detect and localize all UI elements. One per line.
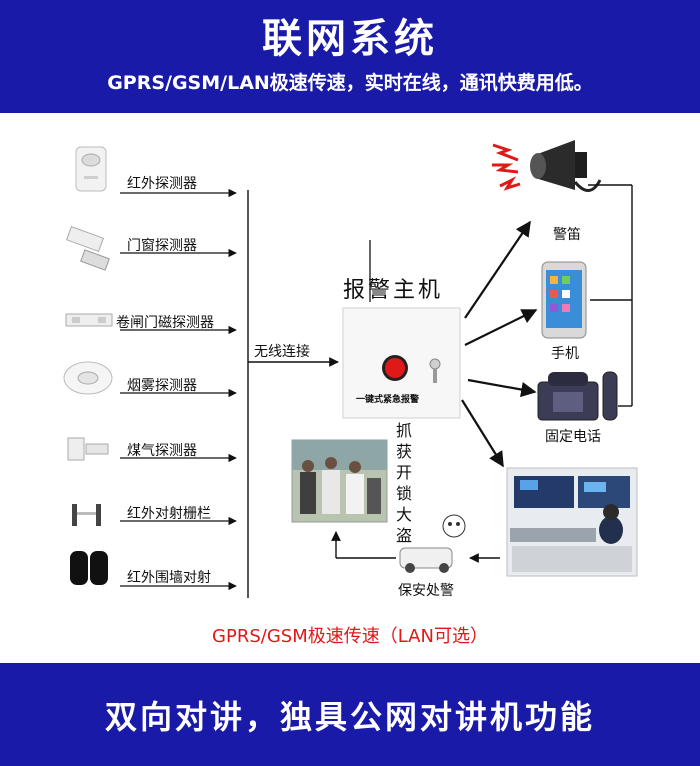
alarm-host (342, 240, 461, 419)
host-button-caption: 一键式紧急报警 (356, 395, 420, 405)
landline-phone-icon (537, 371, 618, 421)
security-guard-icon (399, 514, 466, 573)
page-title: 联网系统 (262, 16, 438, 62)
mobile-phone-icon (541, 261, 587, 339)
footer-text: 双向对讲，独具公网对讲机功能 (104, 698, 595, 736)
sensor-label-pir: 红外探测器 (127, 176, 197, 192)
gas-detector-icon (67, 437, 109, 461)
page-subtitle: GPRS/GSM/LAN极速传速，实时在线，通讯快费用低。 (107, 72, 593, 94)
arrest-photo-icon (291, 439, 388, 523)
footer-banner (0, 663, 700, 766)
network-note: GPRS/GSM极速传速（LAN可选） (212, 626, 488, 647)
door-window-sensor-icon (65, 225, 110, 271)
header-banner (0, 0, 700, 113)
sensor-label-gas: 煤气探测器 (127, 443, 197, 459)
connection-label: 无线连接 (254, 344, 310, 360)
key-lock-icon (429, 358, 441, 370)
infrared-wall-beam-icon (70, 551, 108, 585)
emergency-button-icon (385, 358, 405, 378)
signal-waves-icon (492, 143, 521, 191)
host-title: 报警主机 (343, 278, 444, 303)
output-label-mobile: 手机 (551, 346, 579, 362)
security-label: 保安处警 (398, 583, 454, 599)
sensor-label-door-window: 门窗探测器 (127, 238, 197, 254)
output-label-landline: 固定电话 (545, 429, 601, 445)
monitoring-center-icon (506, 467, 638, 577)
sensor-label-shutter: 卷闸门磁探测器 (116, 315, 214, 331)
capture-caption: 抓获开锁大盗 (395, 421, 412, 545)
siren-icon (530, 140, 602, 192)
shutter-door-sensor-icon (65, 313, 113, 327)
sensor-label-wall-beam: 红外围墙对射 (127, 570, 211, 586)
pir-detector-icon (75, 146, 107, 192)
output-label-siren: 警笛 (553, 227, 581, 243)
sensor-label-beam-fence: 红外对射栅栏 (127, 506, 211, 522)
sensor-label-smoke: 烟雾探测器 (127, 378, 197, 394)
smoke-detector-icon (63, 361, 113, 395)
infrared-beam-fence-icon (72, 504, 101, 526)
